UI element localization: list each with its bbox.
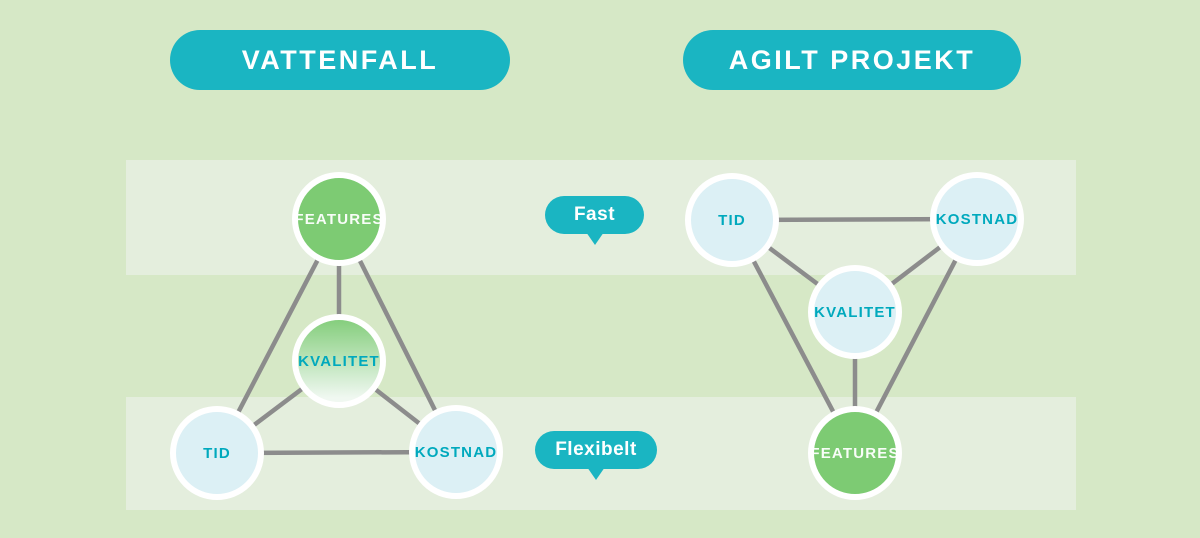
waterfall-node-kvalitet-label: KVALITET (298, 352, 380, 370)
header-agilt-projekt-label: AGILT PROJEKT (728, 44, 976, 75)
waterfall-node-kvalitet: KVALITET (292, 314, 386, 408)
callout-flexibelt-tail (587, 467, 605, 480)
waterfall-node-tid: TID (170, 406, 264, 500)
header-vattenfall: VATTENFALL (170, 30, 510, 90)
waterfall-node-kostnad: KOSTNAD (409, 405, 503, 499)
agile-node-tid-label: TID (718, 211, 746, 229)
callout-flexibelt: Flexibelt (535, 431, 657, 480)
waterfall-node-features-label: FEATURES (294, 210, 384, 228)
agile-node-kvalitet: KVALITET (808, 265, 902, 359)
header-vattenfall-label: VATTENFALL (241, 44, 439, 75)
header-agilt-projekt: AGILT PROJEKT (683, 30, 1021, 90)
agile-node-tid: TID (685, 173, 779, 267)
waterfall-node-tid-label: TID (203, 444, 231, 462)
agile-node-features-label: FEATURES (810, 444, 900, 462)
callout-flexibelt-label: Flexibelt (555, 439, 637, 460)
waterfall-node-features: FEATURES (292, 172, 386, 266)
waterfall-node-kostnad-label: KOSTNAD (414, 443, 498, 461)
callout-fast: Fast (545, 196, 644, 245)
agile-node-features: FEATURES (808, 406, 902, 500)
callout-fast-label: Fast (573, 204, 616, 225)
agile-node-kvalitet-label: KVALITET (814, 303, 896, 321)
agile-node-kostnad: KOSTNAD (930, 172, 1024, 266)
agile-node-kostnad-label: KOSTNAD (935, 210, 1019, 228)
callout-fast-tail (585, 232, 604, 245)
